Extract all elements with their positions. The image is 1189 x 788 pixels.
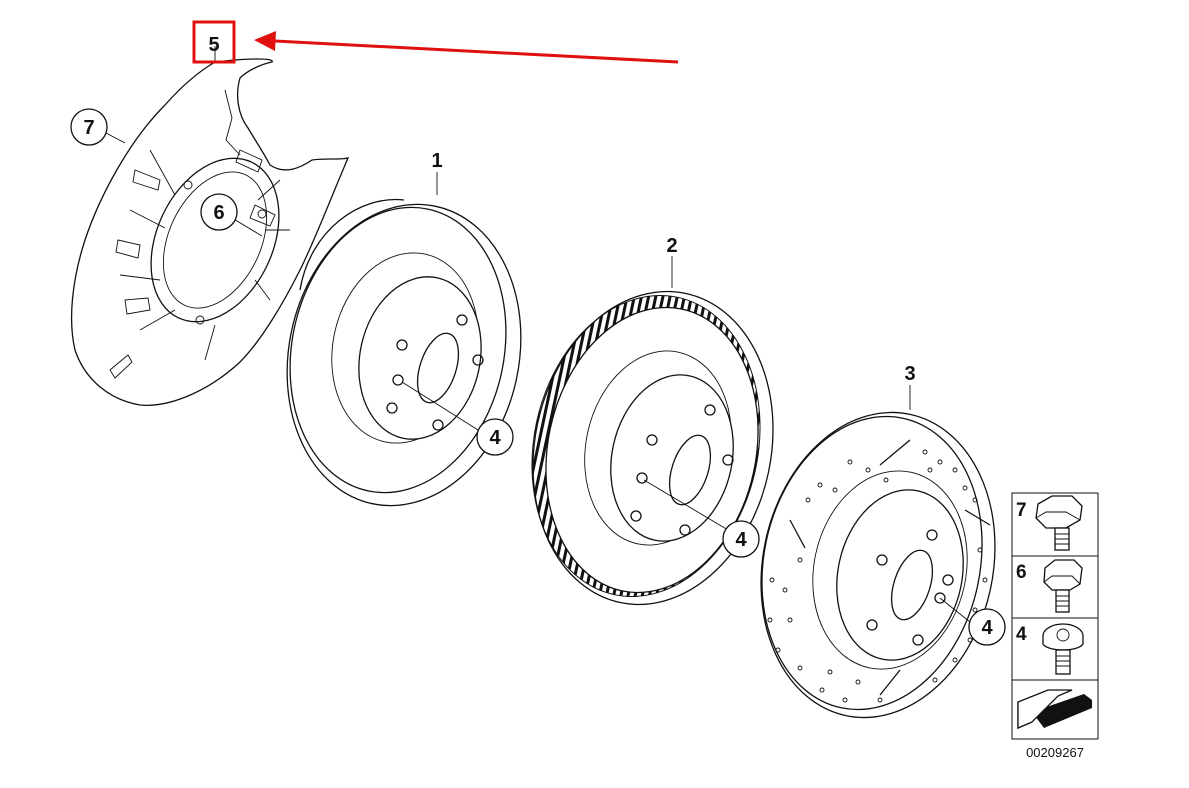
fastener-legend: 7 6 4 bbox=[1011, 492, 1099, 740]
legend-row-6-label: 6 bbox=[1016, 562, 1027, 583]
callout-1-label: 1 bbox=[431, 150, 442, 172]
callout-3-label: 3 bbox=[904, 363, 915, 385]
legend-row-4-label: 4 bbox=[1016, 624, 1027, 645]
callout-4-b-label: 4 bbox=[735, 529, 747, 551]
callout-7: 7 bbox=[70, 108, 108, 146]
callout-5-label: 5 bbox=[208, 34, 219, 56]
callout-6-label: 6 bbox=[213, 202, 224, 224]
wheel-bolt-icon bbox=[1042, 623, 1084, 675]
brake-disc-3 bbox=[760, 411, 996, 719]
brake-disc-1 bbox=[286, 198, 522, 507]
callout-4-a-label: 4 bbox=[489, 427, 501, 449]
hex-bolt-large-icon bbox=[1035, 495, 1083, 551]
highlight-arrow bbox=[254, 31, 679, 64]
callout-2-label: 2 bbox=[666, 235, 677, 257]
hex-bolt-small-icon bbox=[1043, 559, 1083, 613]
direction-arrow-icon bbox=[1017, 689, 1092, 729]
callout-4-c-label: 4 bbox=[981, 617, 993, 639]
callout-6: 6 bbox=[200, 193, 238, 231]
part-number: 00209267 bbox=[1026, 745, 1084, 760]
legend-row-7-label: 7 bbox=[1016, 500, 1027, 521]
brake-disc-2 bbox=[531, 290, 774, 606]
callout-4-a: 4 bbox=[476, 418, 514, 456]
callout-7-label: 7 bbox=[83, 117, 94, 139]
brake-backing-plate bbox=[70, 58, 350, 406]
callout-5: 5 bbox=[192, 20, 236, 64]
callout-4-c: 4 bbox=[968, 608, 1006, 646]
callout-5-highlight-box bbox=[192, 20, 236, 64]
callout-4-b: 4 bbox=[722, 520, 760, 558]
